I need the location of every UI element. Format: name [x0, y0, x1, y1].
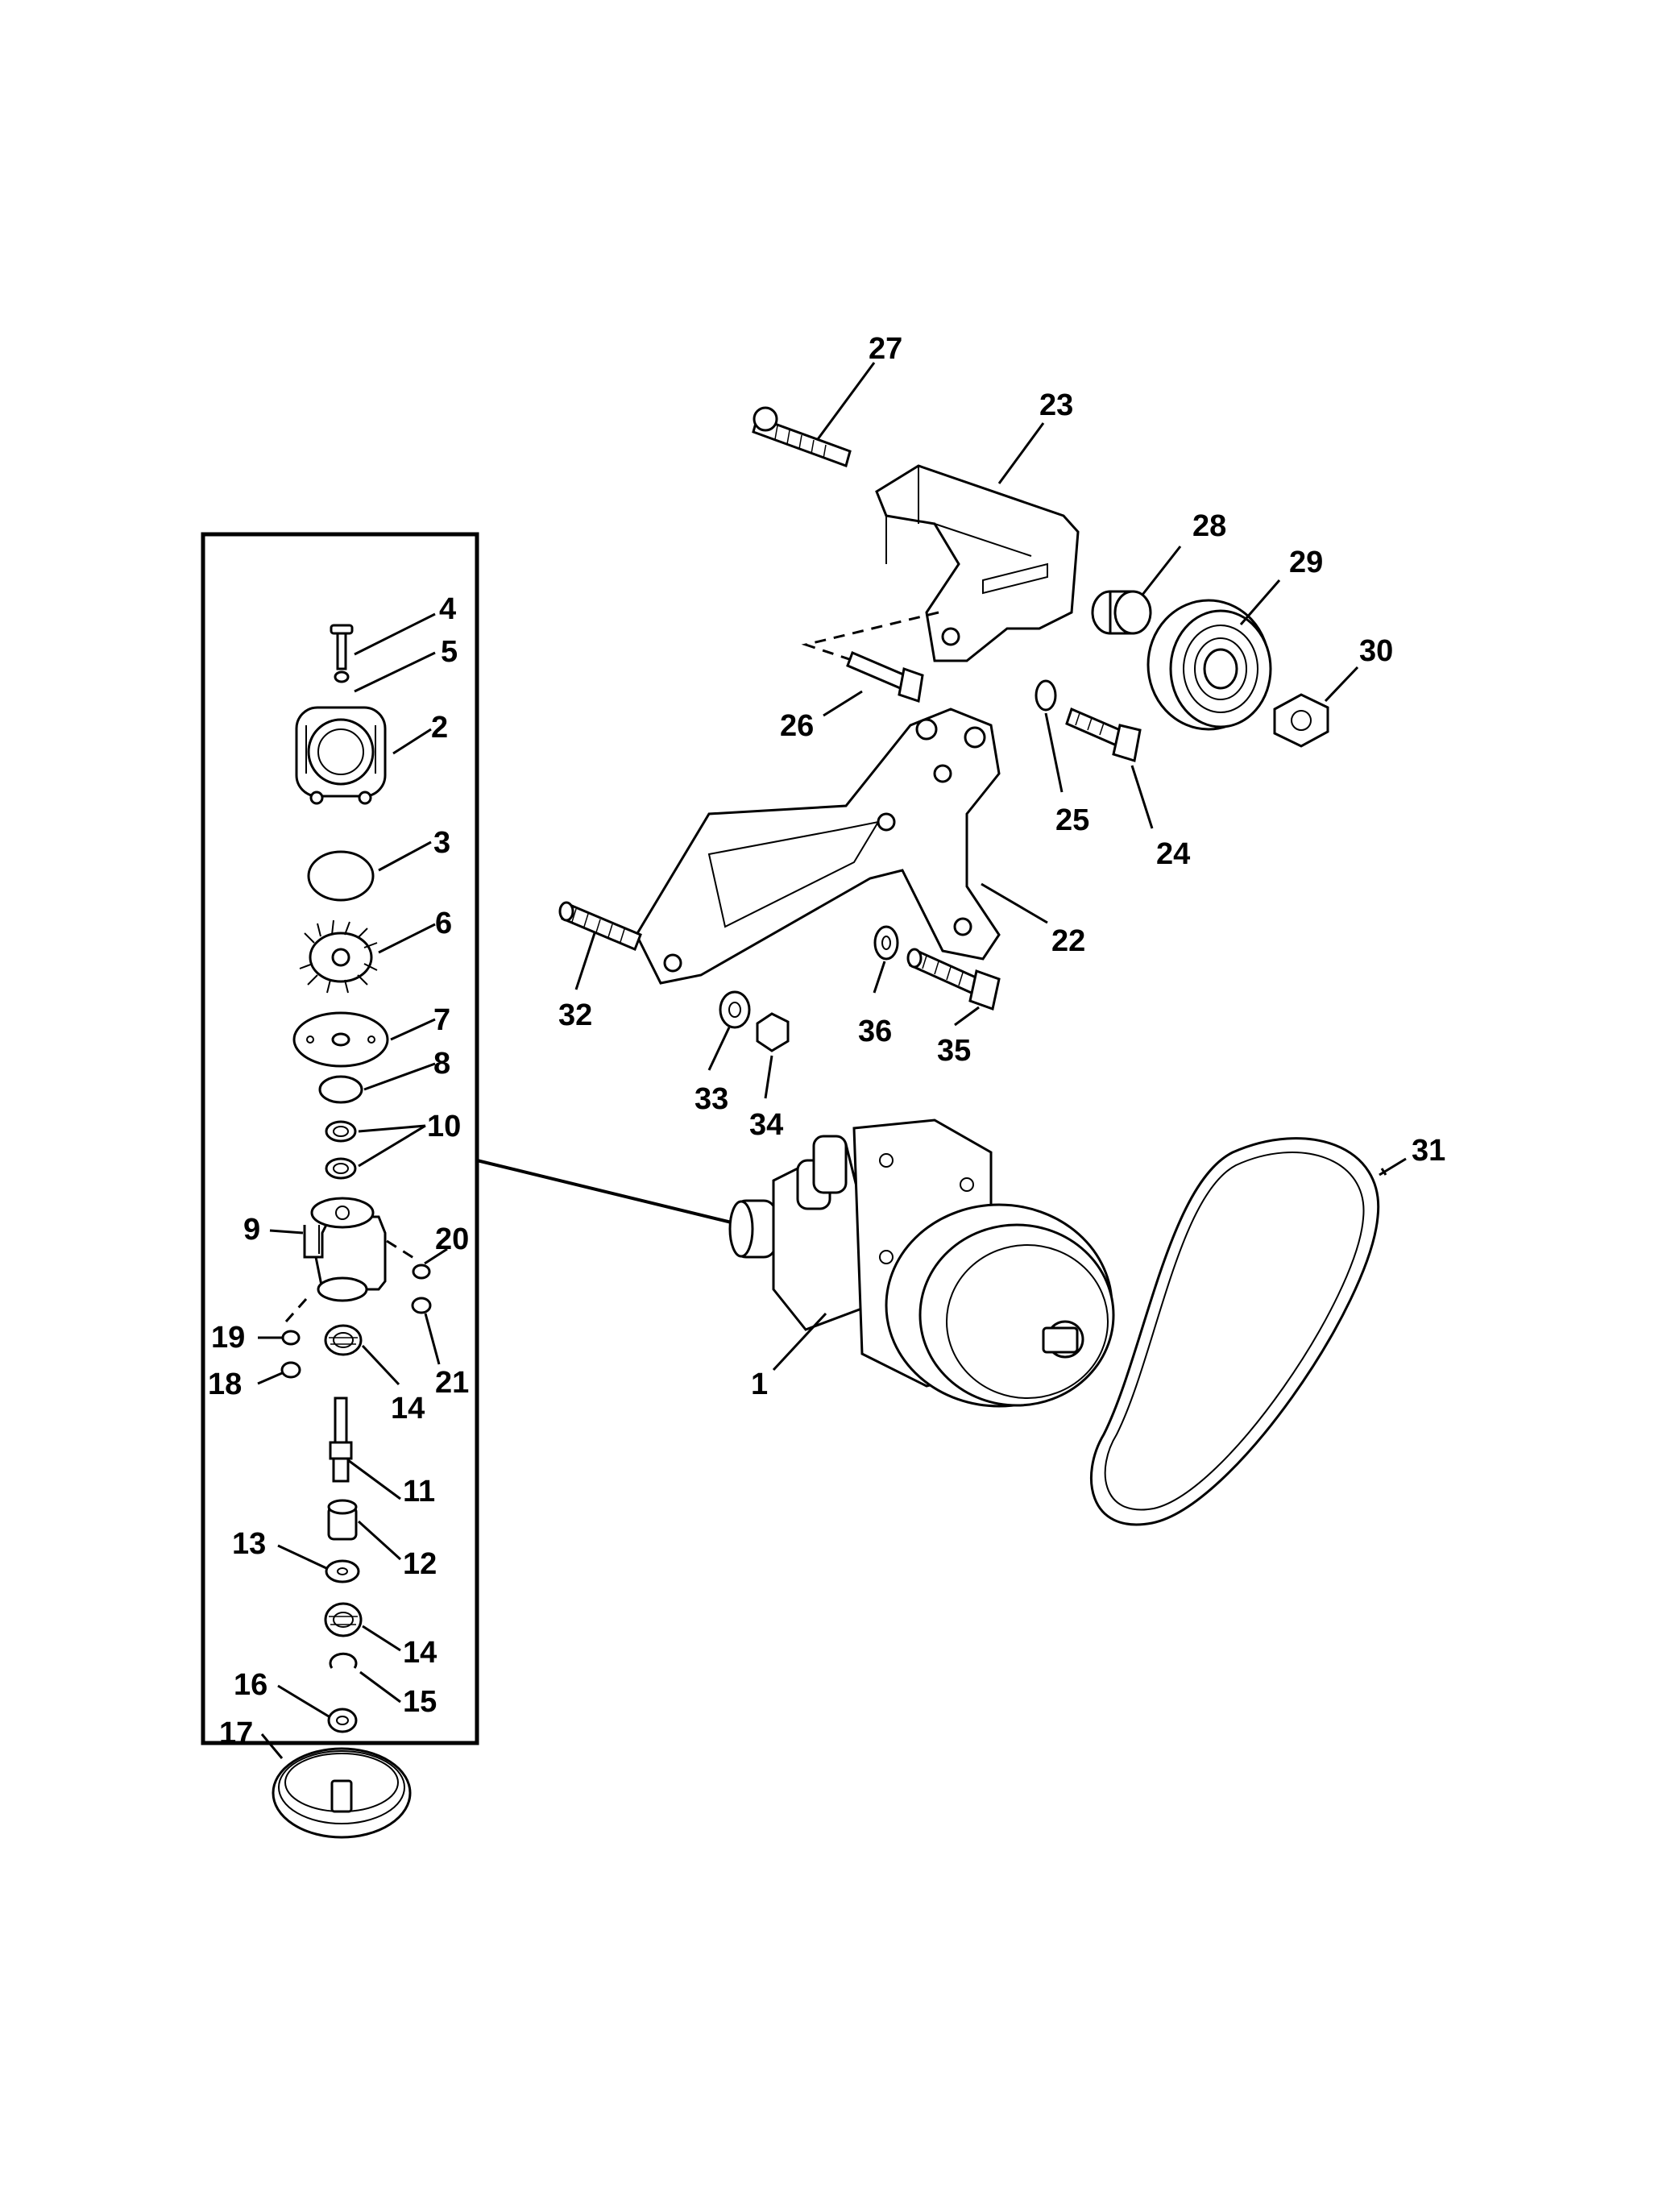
- part-29-idler-pulley: [1146, 599, 1272, 731]
- label-3: 3: [433, 826, 450, 860]
- label-14a: 14: [391, 1392, 425, 1426]
- part-34-nut: [756, 1012, 790, 1052]
- part-30-nut-hole: [1291, 710, 1312, 731]
- part-1-sea-water-pump: [728, 1118, 1115, 1408]
- label-13: 13: [232, 1527, 266, 1561]
- detail-inset-box: [201, 532, 479, 1745]
- part-11-shaft: [329, 1397, 353, 1483]
- part-36-washer: [873, 925, 899, 961]
- part-16-nut: [327, 1708, 358, 1733]
- part-3-o-ring: [307, 850, 375, 902]
- label-14b: 14: [403, 1636, 437, 1670]
- part-21-nut: [411, 1297, 432, 1314]
- part-24-bolt: [1065, 707, 1142, 762]
- part-13-washer: [325, 1559, 360, 1583]
- part-18-nut: [280, 1361, 301, 1379]
- part-19-washer: [281, 1330, 301, 1346]
- part-15-snap-ring: [329, 1652, 358, 1669]
- part-10-seals: [325, 1120, 357, 1180]
- label-2: 2: [431, 711, 448, 745]
- label-31: 31: [1412, 1134, 1445, 1168]
- label-34: 34: [749, 1108, 783, 1142]
- label-32: 32: [558, 998, 592, 1032]
- label-16: 16: [234, 1668, 267, 1702]
- part-20-washer: [412, 1264, 431, 1280]
- part-14-bearing-lower: [324, 1602, 363, 1637]
- label-26: 26: [780, 709, 814, 743]
- label-25: 25: [1055, 803, 1089, 837]
- inset-connector-line: [476, 1159, 736, 1225]
- label-10: 10: [427, 1110, 461, 1143]
- part-12-bushing: [327, 1499, 358, 1541]
- part-6-impeller: [299, 919, 378, 994]
- leader-lines: [257, 362, 1407, 1759]
- label-6: 6: [435, 907, 452, 940]
- part-2-pump-cover: [295, 706, 387, 805]
- label-30: 30: [1359, 634, 1393, 668]
- part-31-belt: [1089, 1137, 1380, 1526]
- part-13-washer-hole: [337, 1567, 348, 1575]
- part-23-bracket: [875, 464, 1080, 662]
- part-33-washer: [719, 990, 751, 1029]
- label-35: 35: [937, 1034, 971, 1068]
- label-5: 5: [441, 635, 458, 669]
- label-1: 1: [751, 1367, 768, 1401]
- label-19: 19: [211, 1321, 245, 1355]
- part-5-washer: [334, 670, 350, 683]
- label-28: 28: [1192, 509, 1226, 543]
- assembly-dash-9-19: [284, 1298, 308, 1322]
- label-8: 8: [433, 1047, 450, 1081]
- label-22: 22: [1051, 924, 1085, 958]
- label-18: 18: [208, 1367, 242, 1401]
- part-17-pulley: [272, 1747, 412, 1839]
- label-11: 11: [403, 1475, 435, 1509]
- label-4: 4: [439, 592, 456, 626]
- label-23: 23: [1039, 388, 1073, 422]
- assembly-dash-9-20: [386, 1239, 416, 1260]
- part-4-screw: [330, 624, 354, 670]
- label-9: 9: [243, 1213, 260, 1247]
- label-17: 17: [219, 1716, 253, 1750]
- label-27: 27: [869, 332, 902, 366]
- part-30-nut: [1273, 693, 1329, 748]
- part-28-spacer: [1091, 590, 1152, 635]
- label-36: 36: [858, 1015, 892, 1048]
- part-35-bolt: [906, 948, 1001, 1011]
- assembly-dash-23-26: [801, 611, 939, 662]
- label-12: 12: [403, 1547, 437, 1581]
- part-27-stud: [752, 406, 852, 467]
- part-7-wear-plate: [292, 1011, 389, 1068]
- label-33: 33: [695, 1082, 728, 1116]
- callout-labels: 1 2 3 4 5 6 7 8 9 10 11 12 13 14 14 15 1…: [208, 332, 1445, 1750]
- label-24: 24: [1156, 837, 1190, 871]
- part-25-washer: [1035, 679, 1057, 712]
- part-22-mounting-bracket: [635, 708, 1001, 985]
- part-9-pump-housing: [303, 1197, 387, 1302]
- part-8-o-ring: [318, 1075, 363, 1104]
- label-20: 20: [435, 1222, 469, 1256]
- label-7: 7: [433, 1003, 450, 1037]
- label-29: 29: [1289, 546, 1323, 579]
- label-15: 15: [403, 1685, 437, 1719]
- part-14-bearing-upper: [324, 1324, 363, 1356]
- label-21: 21: [435, 1366, 469, 1400]
- part-26-bolt: [846, 651, 924, 703]
- part-32-stud: [558, 901, 642, 951]
